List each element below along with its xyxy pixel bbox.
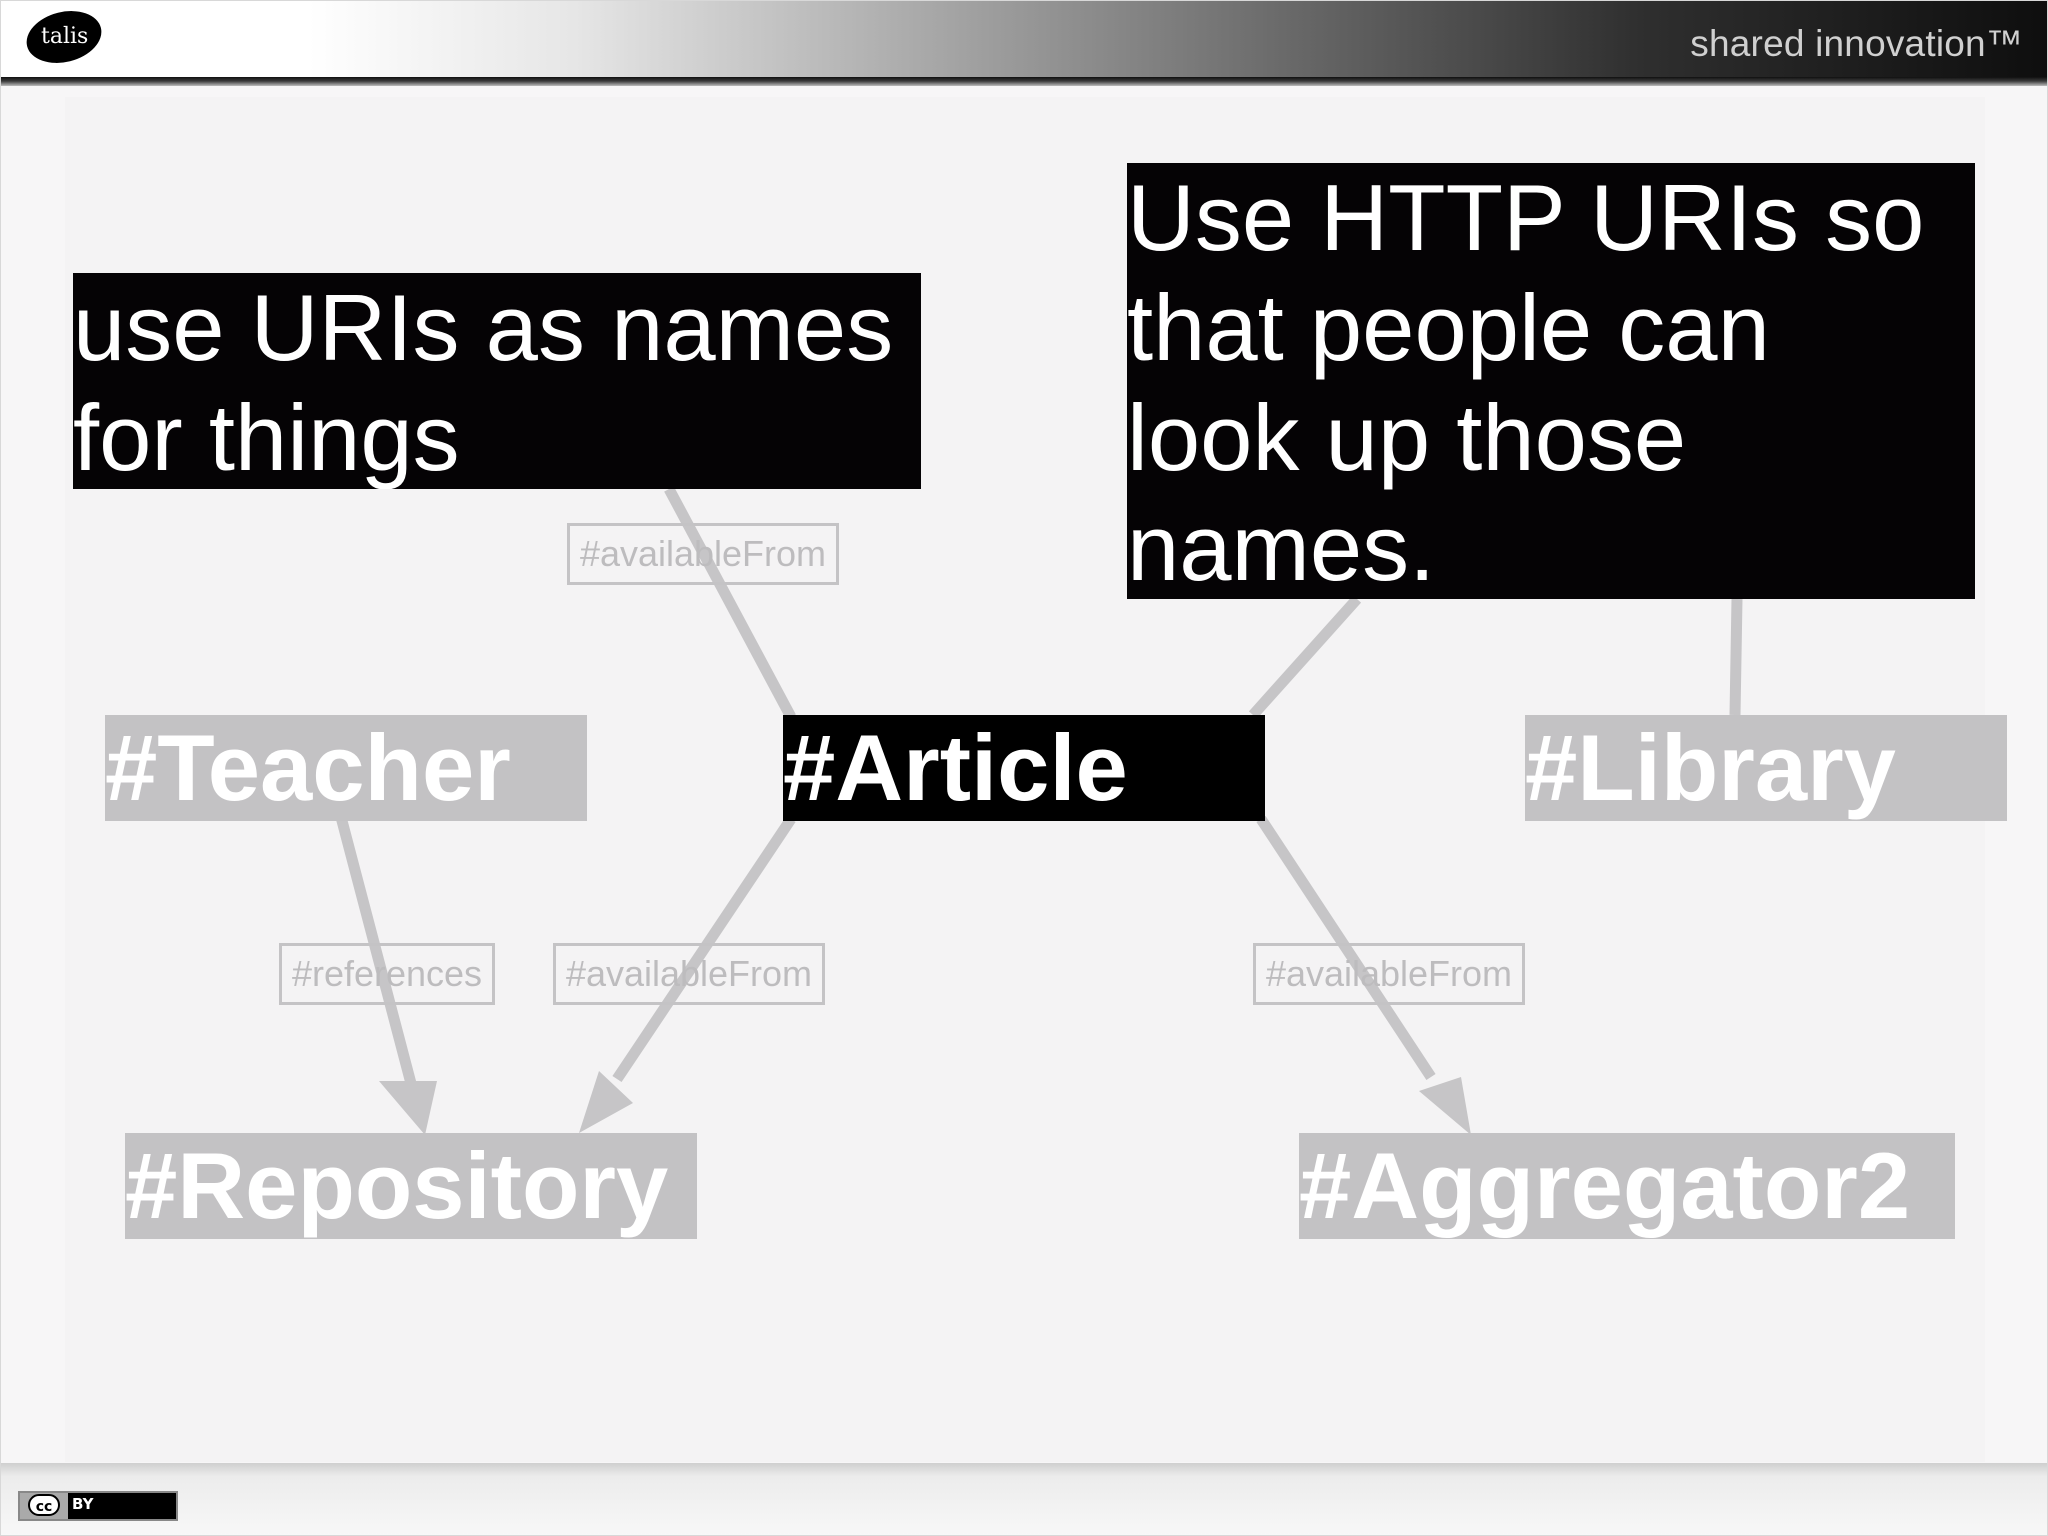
node-repository: #Repository <box>125 1133 697 1239</box>
edge-callout-library <box>1729 598 1743 716</box>
cc-icon: cc <box>28 1494 60 1516</box>
edge-teacher-repository <box>335 815 419 1093</box>
header-divider <box>1 77 2047 86</box>
cc-by-label: BY <box>72 1495 94 1513</box>
edge-callout-article-right <box>1248 595 1362 719</box>
node-library: #Library <box>1525 715 2007 821</box>
cc-badge-left: cc <box>20 1493 68 1519</box>
cc-license-badge[interactable]: cc BY <box>18 1491 178 1521</box>
edge-article-repository <box>612 815 796 1083</box>
footer-bar <box>1 1463 2047 1535</box>
logo-text: talis <box>41 24 88 49</box>
edge-label-available-from-top: #availableFrom <box>567 523 839 585</box>
edge-callout-article-left <box>664 486 796 720</box>
edge-label-references: #references <box>279 943 495 1005</box>
node-article: #Article <box>783 715 1265 821</box>
arrowhead-repository-article <box>579 1071 633 1133</box>
edge-article-aggregator <box>1256 815 1436 1081</box>
edge-label-available-from-right: #availableFrom <box>1253 943 1525 1005</box>
node-teacher: #Teacher <box>105 715 587 821</box>
node-aggregator: #Aggregator2 <box>1299 1133 1955 1239</box>
talis-logo: talis <box>26 11 102 63</box>
callout-http-uris: Use HTTP URIs so that people can look up… <box>1127 163 1975 599</box>
edge-label-available-from-left: #availableFrom <box>553 943 825 1005</box>
header-bar: talis shared innovation™ <box>1 1 2047 79</box>
arrowhead-repository-teacher <box>379 1081 437 1135</box>
callout-uris-as-names: use URIs as names for things <box>73 273 921 489</box>
tagline: shared innovation™ <box>1690 23 2023 64</box>
arrowhead-aggregator <box>1419 1077 1471 1135</box>
